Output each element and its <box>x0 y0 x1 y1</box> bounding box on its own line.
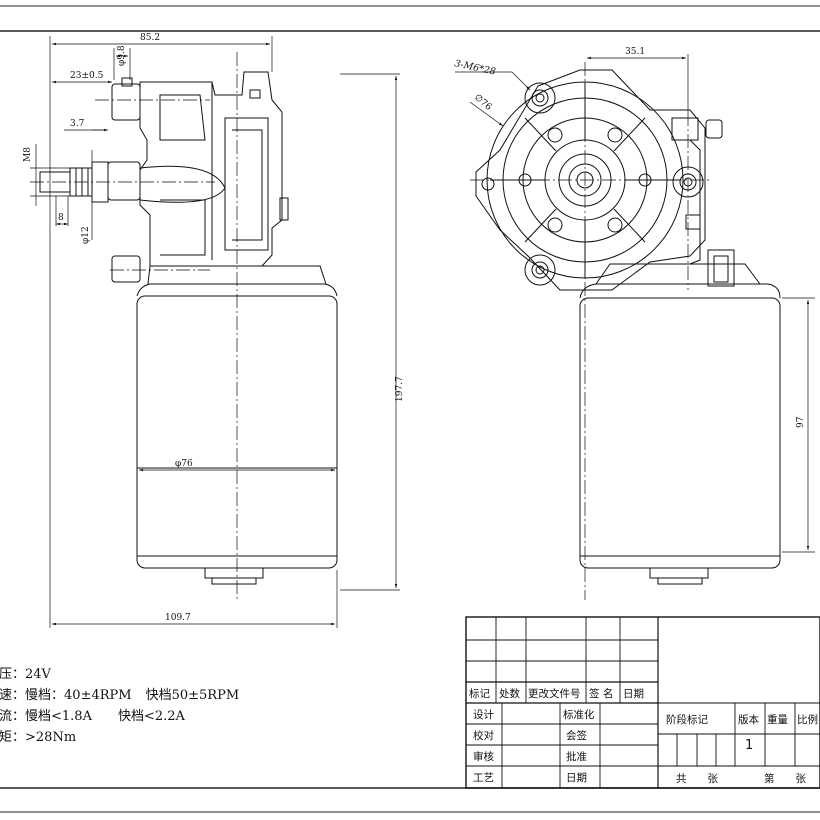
tb-review: 审核 <box>473 751 494 763</box>
dim-holes: 3-M6*28 <box>453 58 496 77</box>
tb-weight: 重量 <box>767 714 788 726</box>
title-block-grid <box>465 616 820 789</box>
dim-stub-len: 8 <box>58 213 64 223</box>
front-dimension-lines <box>455 54 815 553</box>
spec-value: 慢档：40±4RPM <box>25 688 132 703</box>
tb-sheet-total: 共 张 <box>676 773 718 785</box>
dim-pcd: ∅76 <box>472 93 493 113</box>
tb-version: 版本 <box>738 714 759 726</box>
tb-header-date: 日期 <box>623 688 644 700</box>
spec-current: 电流：慢档<1.8A 快档<2.2A <box>0 706 185 727</box>
tb-date: 日期 <box>566 772 587 784</box>
side-dimension-lines <box>30 36 400 628</box>
front-dimension-labels: 35.1 3-M6*28 ∅76 97 <box>453 47 806 428</box>
spec-value: 24V <box>25 667 51 682</box>
tb-header-count: 处数 <box>499 688 520 700</box>
tb-stage-mark: 阶段标记 <box>666 714 708 726</box>
spec-label: 扭矩： <box>0 730 26 745</box>
dim-shaft-dia: φ9.8 <box>117 45 127 66</box>
spec-label: 电压： <box>0 667 26 682</box>
dim-can-height: 97 <box>796 416 806 428</box>
dim-overall-width: 85.2 <box>140 33 160 43</box>
dim-motor-dia: φ76 <box>175 459 193 469</box>
tb-design: 设计 <box>473 709 494 721</box>
tb-approve: 批准 <box>566 751 587 763</box>
spec-extra: 快档50±5RPM <box>145 688 240 703</box>
dim-step: 3.7 <box>70 119 85 129</box>
dim-base-width: 109.7 <box>165 613 191 623</box>
dim-offset: 23±0.5 <box>70 71 104 81</box>
front-centerlines <box>470 62 712 600</box>
spec-voltage: 电压：24V <box>0 664 51 685</box>
mount-hole-bottom <box>524 254 556 286</box>
tb-process: 工艺 <box>473 772 494 784</box>
front-motor-can <box>579 297 781 569</box>
side-centerlines <box>30 52 238 600</box>
spec-value: 慢档<1.8A <box>25 709 92 724</box>
tb-header-sign: 签 名 <box>589 688 614 700</box>
spec-extra: 快档<2.2A <box>117 709 185 724</box>
tb-header-change-doc: 更改文件号 <box>528 688 581 700</box>
spec-value: >28Nm <box>25 730 77 745</box>
front-view <box>475 69 781 585</box>
sheet-frame <box>0 5 820 813</box>
spec-label: 电流： <box>0 709 26 724</box>
dim-stub-dia: φ12 <box>81 226 91 244</box>
side-gearbox <box>139 71 283 267</box>
dim-total-height: 197.7 <box>395 376 405 402</box>
spec-speed: 转速：慢档：40±4RPM 快档50±5RPM <box>0 685 239 706</box>
spec-torque: 扭矩：>28Nm <box>0 727 76 748</box>
tb-scale: 比例 <box>797 714 818 726</box>
side-dimension-labels: 85.2 φ9.8 23±0.5 3.7 M8 8 φ12 φ76 197.7 … <box>23 33 405 623</box>
tb-version-value: 1 <box>745 738 754 753</box>
side-view <box>39 71 338 585</box>
spec-label: 转速： <box>0 688 26 703</box>
tb-countersign: 会签 <box>566 730 587 742</box>
tb-standard: 标准化 <box>563 709 595 721</box>
tb-sheet-num: 第 张 <box>764 773 806 785</box>
tb-header-mark: 标记 <box>469 688 490 700</box>
mount-hole-top <box>524 82 556 114</box>
dim-center-offset: 35.1 <box>625 47 645 57</box>
dim-thread: M8 <box>23 147 33 162</box>
tb-check: 校对 <box>473 730 494 742</box>
